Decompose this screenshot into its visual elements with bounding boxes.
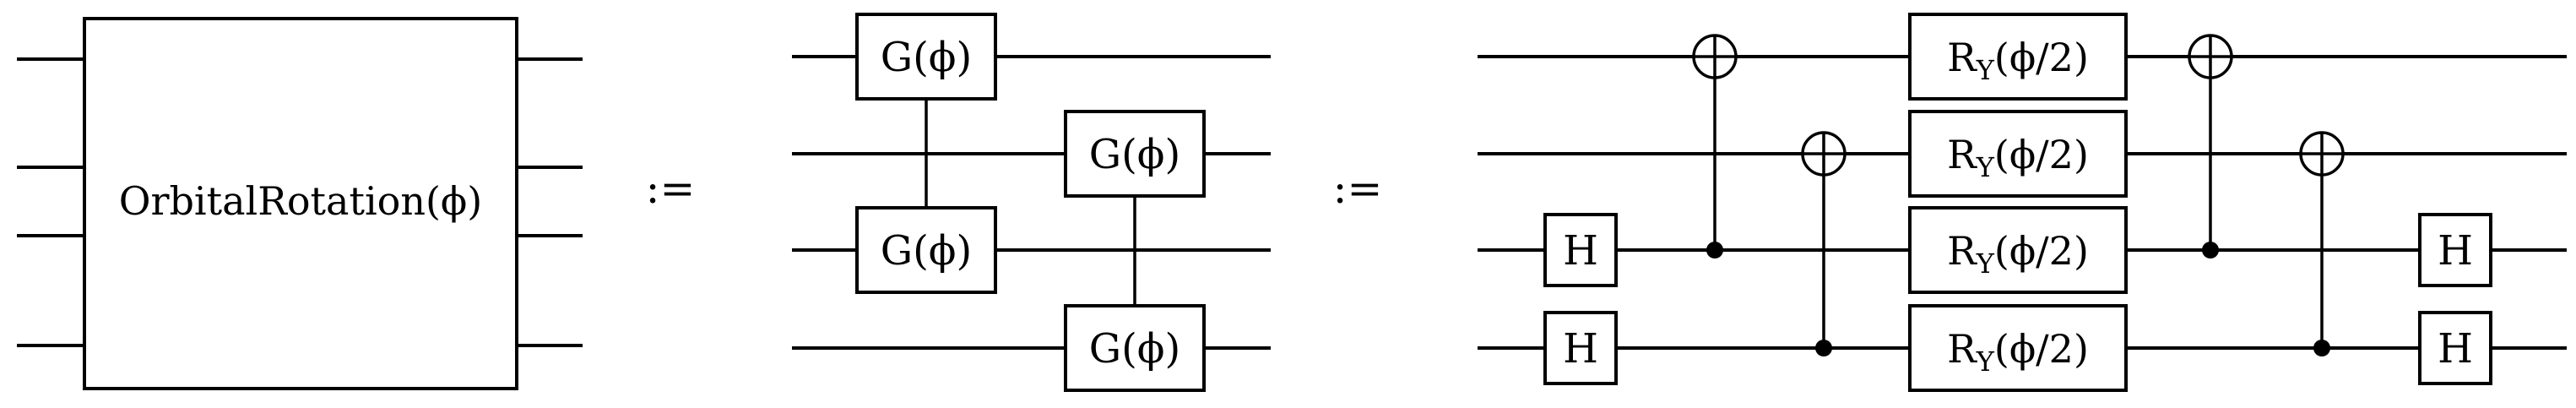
cnot-2-control (1815, 340, 1832, 356)
ry-gate-q0-label: RY(ϕ/2) (1947, 35, 2089, 86)
ry-gate-q0 (1908, 13, 2128, 101)
definition-symbol-1: := (646, 164, 696, 213)
cnot-3 (2188, 34, 2233, 258)
cnot-1 (1692, 34, 1738, 258)
h-gate-left-q2-label: H (1563, 227, 1598, 275)
cnot-2 (1801, 131, 1847, 356)
h-gate-left-q3 (1543, 311, 1618, 385)
g-gate-2-bottom (1064, 304, 1206, 392)
ry-gate-q2-label: RY(ϕ/2) (1947, 228, 2089, 280)
ry-gate-q3 (1908, 304, 2128, 392)
elementary-gate-block: H H RY(ϕ/2) RY(ϕ/2) RY(ϕ/2) RY(ϕ/2) (1478, 13, 2567, 392)
h-gate-right-q2-label: H (2438, 227, 2473, 275)
h-gate-right-q3 (2418, 311, 2492, 385)
givens-decomposition-block: G(ϕ) G(ϕ) G(ϕ) G(ϕ) (792, 13, 1271, 392)
ry-gate-q1-label: RY(ϕ/2) (1947, 132, 2089, 183)
ry-gate-q2 (1908, 206, 2128, 294)
h-gate-right-q2 (2418, 213, 2492, 287)
orbital-rotation-label: OrbitalRotation(ϕ) (119, 178, 483, 224)
g-gate-1-top-label: G(ϕ) (881, 34, 973, 81)
g-gate-2-top (1064, 110, 1206, 198)
h-gate-left-q3-label: H (1563, 325, 1598, 373)
h-gate-left-q2 (1543, 213, 1618, 287)
g-gate-1-top (855, 13, 997, 101)
orbital-rotation-block: OrbitalRotation(ϕ) (17, 17, 583, 390)
g-gate-1-bottom-label: G(ϕ) (881, 227, 973, 275)
cnot-4-control (2313, 340, 2330, 356)
g-gate-2-bottom-label: G(ϕ) (1089, 325, 1181, 373)
definition-symbol-2: := (1333, 164, 1383, 213)
ry-gate-q3-label: RY(ϕ/2) (1947, 326, 2089, 378)
cnot-4 (2299, 131, 2345, 356)
g-gate-1-bottom (855, 206, 997, 294)
ry-gate-q1 (1908, 110, 2128, 198)
cnot-1-control (1706, 242, 1723, 258)
h-gate-right-q3-label: H (2438, 325, 2473, 373)
cnot-3-control (2202, 242, 2219, 258)
g-gate-2-top-label: G(ϕ) (1089, 131, 1181, 178)
orbital-rotation-box (83, 17, 518, 390)
